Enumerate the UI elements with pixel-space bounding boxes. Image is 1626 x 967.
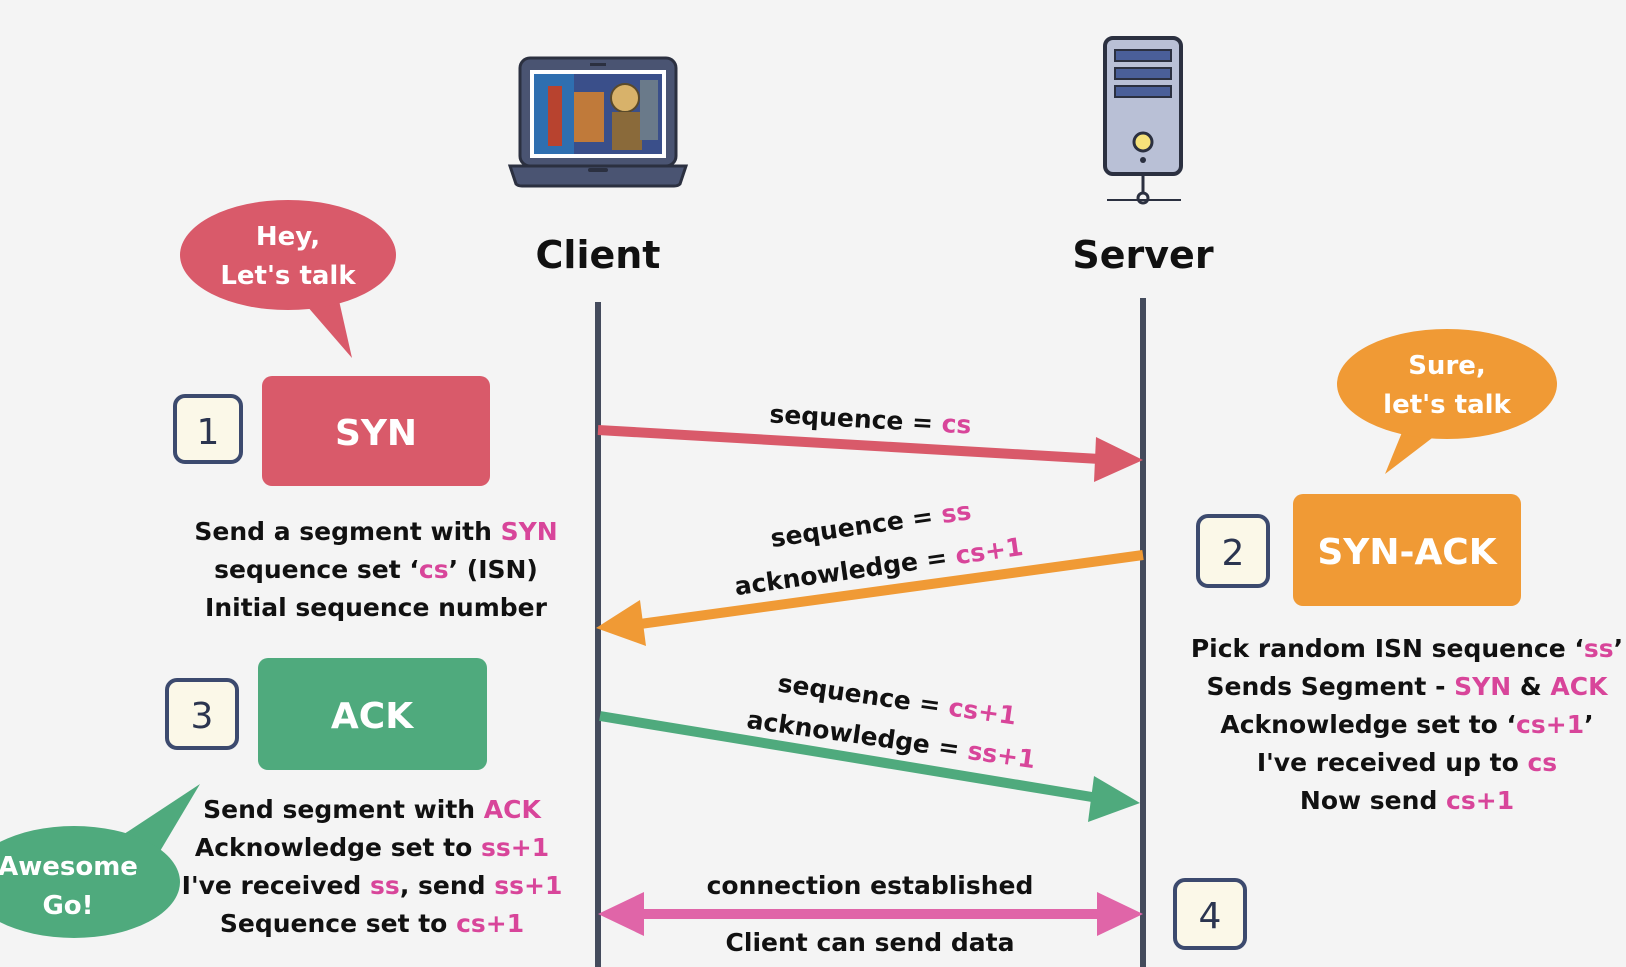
step-3-number: 3 <box>191 696 214 737</box>
client-go-line1: Awesome <box>0 852 138 882</box>
synack-label: SYN-ACK <box>1317 532 1497 573</box>
syn-notes: Send a segment with SYN sequence set ‘cs… <box>194 517 557 622</box>
syn-note-line3: Initial sequence number <box>205 593 548 622</box>
synack-notes: Pick random ISN sequence ‘ss’ Sends Segm… <box>1191 634 1623 815</box>
syn-arrow: sequence = cs <box>597 399 1143 482</box>
syn-box: SYN <box>262 376 490 486</box>
step-1-badge: 1 <box>173 394 243 464</box>
server-reply-line2: let's talk <box>1383 390 1511 420</box>
server-tower-icon <box>1103 36 1183 205</box>
step-2-badge: 2 <box>1196 514 1270 588</box>
ack-note-line2: Acknowledge set to ss+1 <box>195 833 549 862</box>
ack-note-line4: Sequence set to cs+1 <box>220 909 524 938</box>
step-2-number: 2 <box>1222 533 1245 574</box>
syn-arrow-label: sequence = cs <box>769 399 972 439</box>
synack-box: SYN-ACK <box>1293 494 1521 606</box>
ack-label: ACK <box>331 696 414 737</box>
synack-note-line1: Pick random ISN sequence ‘ss’ <box>1191 634 1623 663</box>
client-hello-line2: Let's talk <box>220 261 356 291</box>
client-go-line2: Go! <box>42 891 93 921</box>
synack-note-line2: Sends Segment - SYN & ACK <box>1207 672 1610 701</box>
step-4-number: 4 <box>1199 896 1222 937</box>
laptop-icon <box>507 56 689 188</box>
client-hello-bubble: Hey, Let's talk <box>180 200 396 358</box>
client-hello-line1: Hey, <box>256 222 320 252</box>
ack-arrow: sequence = cs+1 acknowledge = ss+1 <box>599 668 1140 822</box>
ack-note-line1: Send segment with ACK <box>203 795 542 824</box>
client-go-bubble: Awesome Go! <box>0 784 200 938</box>
server-title: Server <box>1072 233 1213 277</box>
established-bottom-label: Client can send data <box>726 928 1015 957</box>
ack-box: ACK <box>258 658 487 770</box>
established-arrow: connection established Client can send d… <box>598 871 1143 957</box>
established-top-label: connection established <box>707 871 1034 900</box>
step-1-number: 1 <box>197 412 220 453</box>
syn-note-line1: Send a segment with SYN <box>194 517 557 546</box>
synack-note-line3: Acknowledge set to ‘cs+1’ <box>1220 710 1593 739</box>
syn-note-line2: sequence set ‘cs’ (ISN) <box>214 555 538 584</box>
step-4-badge: 4 <box>1173 878 1247 950</box>
step-3-badge: 3 <box>165 678 239 750</box>
synack-note-line5: Now send cs+1 <box>1300 786 1514 815</box>
syn-label: SYN <box>335 413 417 454</box>
ack-notes: Send segment with ACK Acknowledge set to… <box>182 795 563 938</box>
server-reply-bubble: Sure, let's talk <box>1337 329 1557 474</box>
synack-arrow: sequence = ss acknowledge = cs+1 <box>596 496 1144 646</box>
ack-note-line3: I've received ss, send ss+1 <box>182 871 563 900</box>
client-title: Client <box>536 233 661 277</box>
synack-note-line4: I've received up to cs <box>1257 748 1557 777</box>
server-reply-line1: Sure, <box>1408 351 1486 381</box>
